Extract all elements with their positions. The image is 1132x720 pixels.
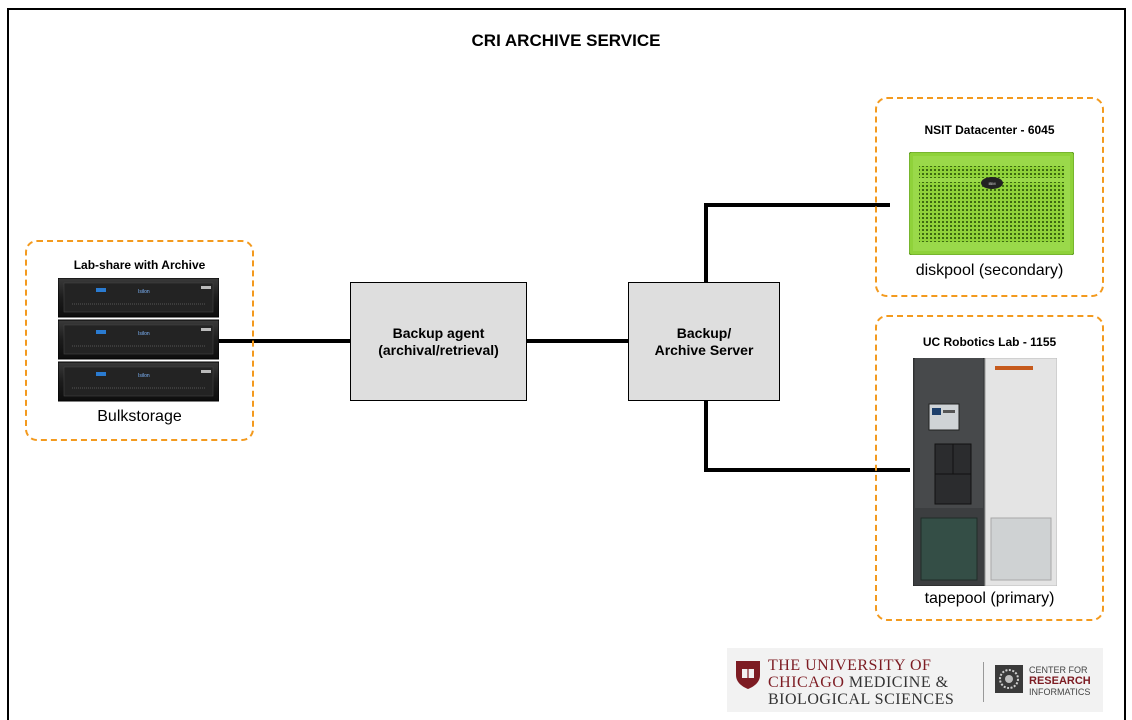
- institution-logo: THE UNIVERSITY OF CHICAGO MEDICINE & BIO…: [727, 648, 1103, 712]
- connector-server-tapepool-h: [704, 468, 910, 472]
- university-wordmark: THE UNIVERSITY OF CHICAGO MEDICINE & BIO…: [768, 657, 954, 708]
- cri-line-3: INFORMATICS: [1029, 687, 1091, 697]
- uc-line-2: CHICAGO MEDICINE &: [768, 674, 949, 691]
- tapepool-library-image: [913, 358, 1057, 586]
- svg-text:Isilon: Isilon: [138, 373, 150, 379]
- uc-line-1: THE UNIVERSITY OF: [768, 657, 932, 674]
- group-nsit-datacenter: NSIT Datacenter - 6045 IBM diskpool (sec…: [875, 97, 1104, 297]
- connector-agent-server: [525, 339, 629, 343]
- group-title-robotics: UC Robotics Lab - 1155: [922, 335, 1057, 349]
- diagram-title: CRI ARCHIVE SERVICE: [471, 31, 661, 50]
- group-robotics-lab: UC Robotics Lab - 1155 tapepool (primary…: [875, 315, 1104, 621]
- cri-emblem-icon: [995, 665, 1023, 693]
- university-shield-icon: [736, 661, 760, 689]
- connector-server-tapepool-v: [704, 401, 708, 472]
- connector-storage-agent: [218, 339, 351, 343]
- group-caption-tapepool: tapepool (primary): [924, 590, 1055, 607]
- cri-wordmark: CENTER FOR RESEARCH INFORMATICS: [1029, 665, 1091, 697]
- connector-server-diskpool-h: [704, 203, 890, 207]
- backup-archive-server-box: Backup/ Archive Server: [628, 282, 780, 401]
- diskpool-server-image: IBM: [909, 152, 1074, 255]
- svg-text:Isilon: Isilon: [138, 331, 150, 337]
- group-caption-diskpool: diskpool (secondary): [915, 262, 1064, 279]
- backup-agent-box: Backup agent (archival/retrieval): [350, 282, 527, 401]
- bulkstorage-array-image: Isilon Isilon Isilon: [58, 278, 219, 402]
- logo-divider: [983, 662, 984, 702]
- svg-text:Isilon: Isilon: [138, 289, 150, 295]
- uc-line-3: BIOLOGICAL SCIENCES: [768, 691, 955, 708]
- cri-line-1: CENTER FOR: [1029, 665, 1088, 675]
- group-title-lab-share: Lab-share with Archive: [73, 258, 206, 272]
- group-title-nsit: NSIT Datacenter - 6045: [924, 123, 1055, 137]
- diagram-frame: [7, 8, 1126, 720]
- svg-text:IBM: IBM: [988, 181, 995, 186]
- group-lab-share: Lab-share with Archive Isilon Isilon: [25, 240, 254, 441]
- group-caption-bulkstorage: Bulkstorage: [97, 408, 182, 425]
- cri-line-2: RESEARCH: [1029, 675, 1091, 687]
- connector-server-diskpool-v: [704, 203, 708, 284]
